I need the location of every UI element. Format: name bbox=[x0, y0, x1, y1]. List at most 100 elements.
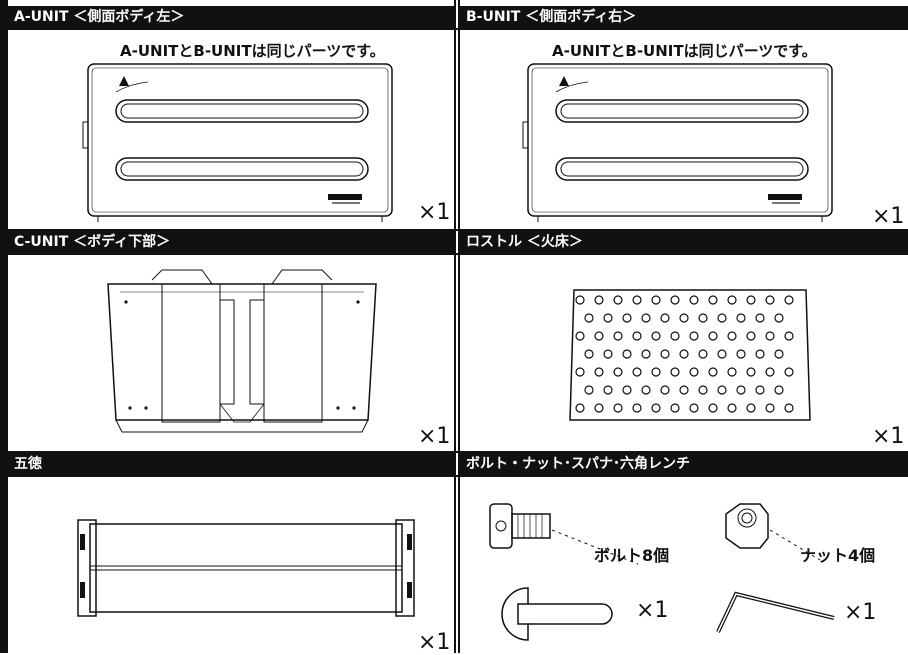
spanner-image bbox=[501, 587, 613, 641]
grate-hole bbox=[736, 313, 746, 323]
grate-hole bbox=[746, 331, 756, 341]
row2-header-rule bbox=[8, 253, 908, 255]
grate-hole bbox=[727, 403, 737, 413]
grate-hole bbox=[717, 349, 727, 359]
grate-hole bbox=[698, 385, 708, 395]
grate-hole bbox=[594, 295, 604, 305]
grate-hole bbox=[689, 367, 699, 377]
grate-hole bbox=[746, 295, 756, 305]
row3-top-rule bbox=[8, 451, 908, 453]
grate-hole bbox=[784, 295, 794, 305]
grate-hole bbox=[575, 331, 585, 341]
row3-header-rule bbox=[8, 475, 908, 477]
grate-hole bbox=[660, 349, 670, 359]
grate-hole bbox=[575, 295, 585, 305]
nut-image bbox=[725, 503, 821, 561]
grate-hole bbox=[755, 385, 765, 395]
column-divider bbox=[454, 0, 460, 653]
grate-hole bbox=[784, 367, 794, 377]
grate-hole bbox=[651, 367, 661, 377]
a-unit-quantity: ×1 bbox=[418, 200, 451, 225]
hardware-header: ボルト・ナット･スパナ･六角レンチ bbox=[460, 453, 908, 475]
grate-hole bbox=[622, 385, 632, 395]
grate-hole bbox=[594, 403, 604, 413]
grate-hole bbox=[660, 313, 670, 323]
grate-hole bbox=[575, 403, 585, 413]
grate-hole bbox=[670, 367, 680, 377]
grate-hole bbox=[641, 313, 651, 323]
bolt-label: ボルト8個 bbox=[594, 546, 670, 565]
grate-hole bbox=[727, 295, 737, 305]
grate-hole bbox=[613, 403, 623, 413]
b-unit-header: B-UNIT ＜側面ボディ右＞ bbox=[460, 6, 908, 28]
hex-key-quantity: ×1 bbox=[844, 600, 877, 625]
grate-hole bbox=[698, 349, 708, 359]
grate-hole bbox=[622, 313, 632, 323]
b-unit-caption: A-UNITとB-UNITは同じパーツです。 bbox=[552, 42, 817, 60]
rostle-quantity: ×1 bbox=[872, 424, 905, 449]
grate-hole bbox=[670, 403, 680, 413]
bolt-image bbox=[489, 503, 639, 565]
grate-hole bbox=[679, 385, 689, 395]
a-unit-caption: A-UNITとB-UNITは同じパーツです。 bbox=[120, 42, 385, 60]
grate-hole bbox=[755, 349, 765, 359]
grate-hole bbox=[708, 367, 718, 377]
grate-hole bbox=[727, 331, 737, 341]
grate-hole bbox=[613, 331, 623, 341]
grate-hole bbox=[641, 385, 651, 395]
grate-hole bbox=[594, 367, 604, 377]
c-unit-header: C-UNIT ＜ボディ下部＞ bbox=[8, 231, 454, 253]
grate-hole bbox=[584, 385, 594, 395]
grate-hole bbox=[651, 295, 661, 305]
grate-hole bbox=[603, 313, 613, 323]
header-rule bbox=[8, 28, 908, 30]
grate-hole bbox=[765, 331, 775, 341]
grate-hole bbox=[679, 313, 689, 323]
rostle-grate-image bbox=[569, 289, 811, 421]
grate-hole bbox=[632, 403, 642, 413]
b-unit-quantity: ×1 bbox=[872, 204, 905, 229]
grate-hole bbox=[670, 331, 680, 341]
grate-hole bbox=[613, 295, 623, 305]
left-border bbox=[0, 0, 8, 653]
gotoku-quantity: ×1 bbox=[418, 630, 451, 655]
grate-hole bbox=[613, 367, 623, 377]
grate-hole bbox=[689, 403, 699, 413]
grate-hole bbox=[717, 313, 727, 323]
grate-hole bbox=[689, 295, 699, 305]
a-unit-side-body-image bbox=[82, 63, 393, 222]
a-unit-header: A-UNIT ＜側面ボディ左＞ bbox=[8, 6, 454, 28]
grate-hole bbox=[784, 331, 794, 341]
grate-hole bbox=[708, 295, 718, 305]
grate-hole bbox=[765, 367, 775, 377]
grate-hole bbox=[765, 403, 775, 413]
grate-hole bbox=[698, 313, 708, 323]
grate-hole bbox=[755, 313, 765, 323]
grate-hole bbox=[584, 313, 594, 323]
grate-hole bbox=[632, 367, 642, 377]
grate-hole bbox=[679, 349, 689, 359]
grate-hole bbox=[632, 295, 642, 305]
grate-hole bbox=[651, 331, 661, 341]
grate-hole bbox=[584, 349, 594, 359]
grate-hole bbox=[622, 349, 632, 359]
grate-hole bbox=[689, 331, 699, 341]
grate-hole bbox=[632, 331, 642, 341]
grate-hole bbox=[708, 331, 718, 341]
grate-hole bbox=[717, 385, 727, 395]
b-unit-side-body-image bbox=[522, 63, 833, 222]
grate-hole bbox=[765, 295, 775, 305]
grate-hole bbox=[641, 349, 651, 359]
grate-hole bbox=[746, 403, 756, 413]
grate-hole bbox=[784, 403, 794, 413]
row2-top-rule bbox=[8, 229, 908, 231]
grate-hole bbox=[708, 403, 718, 413]
c-unit-bottom-body-image bbox=[107, 269, 377, 433]
gotoku-header: 五徳 bbox=[8, 453, 454, 475]
hex-key-image bbox=[716, 591, 835, 633]
grate-hole bbox=[603, 385, 613, 395]
c-unit-quantity: ×1 bbox=[418, 424, 451, 449]
grate-hole bbox=[575, 367, 585, 377]
grate-hole bbox=[746, 367, 756, 377]
